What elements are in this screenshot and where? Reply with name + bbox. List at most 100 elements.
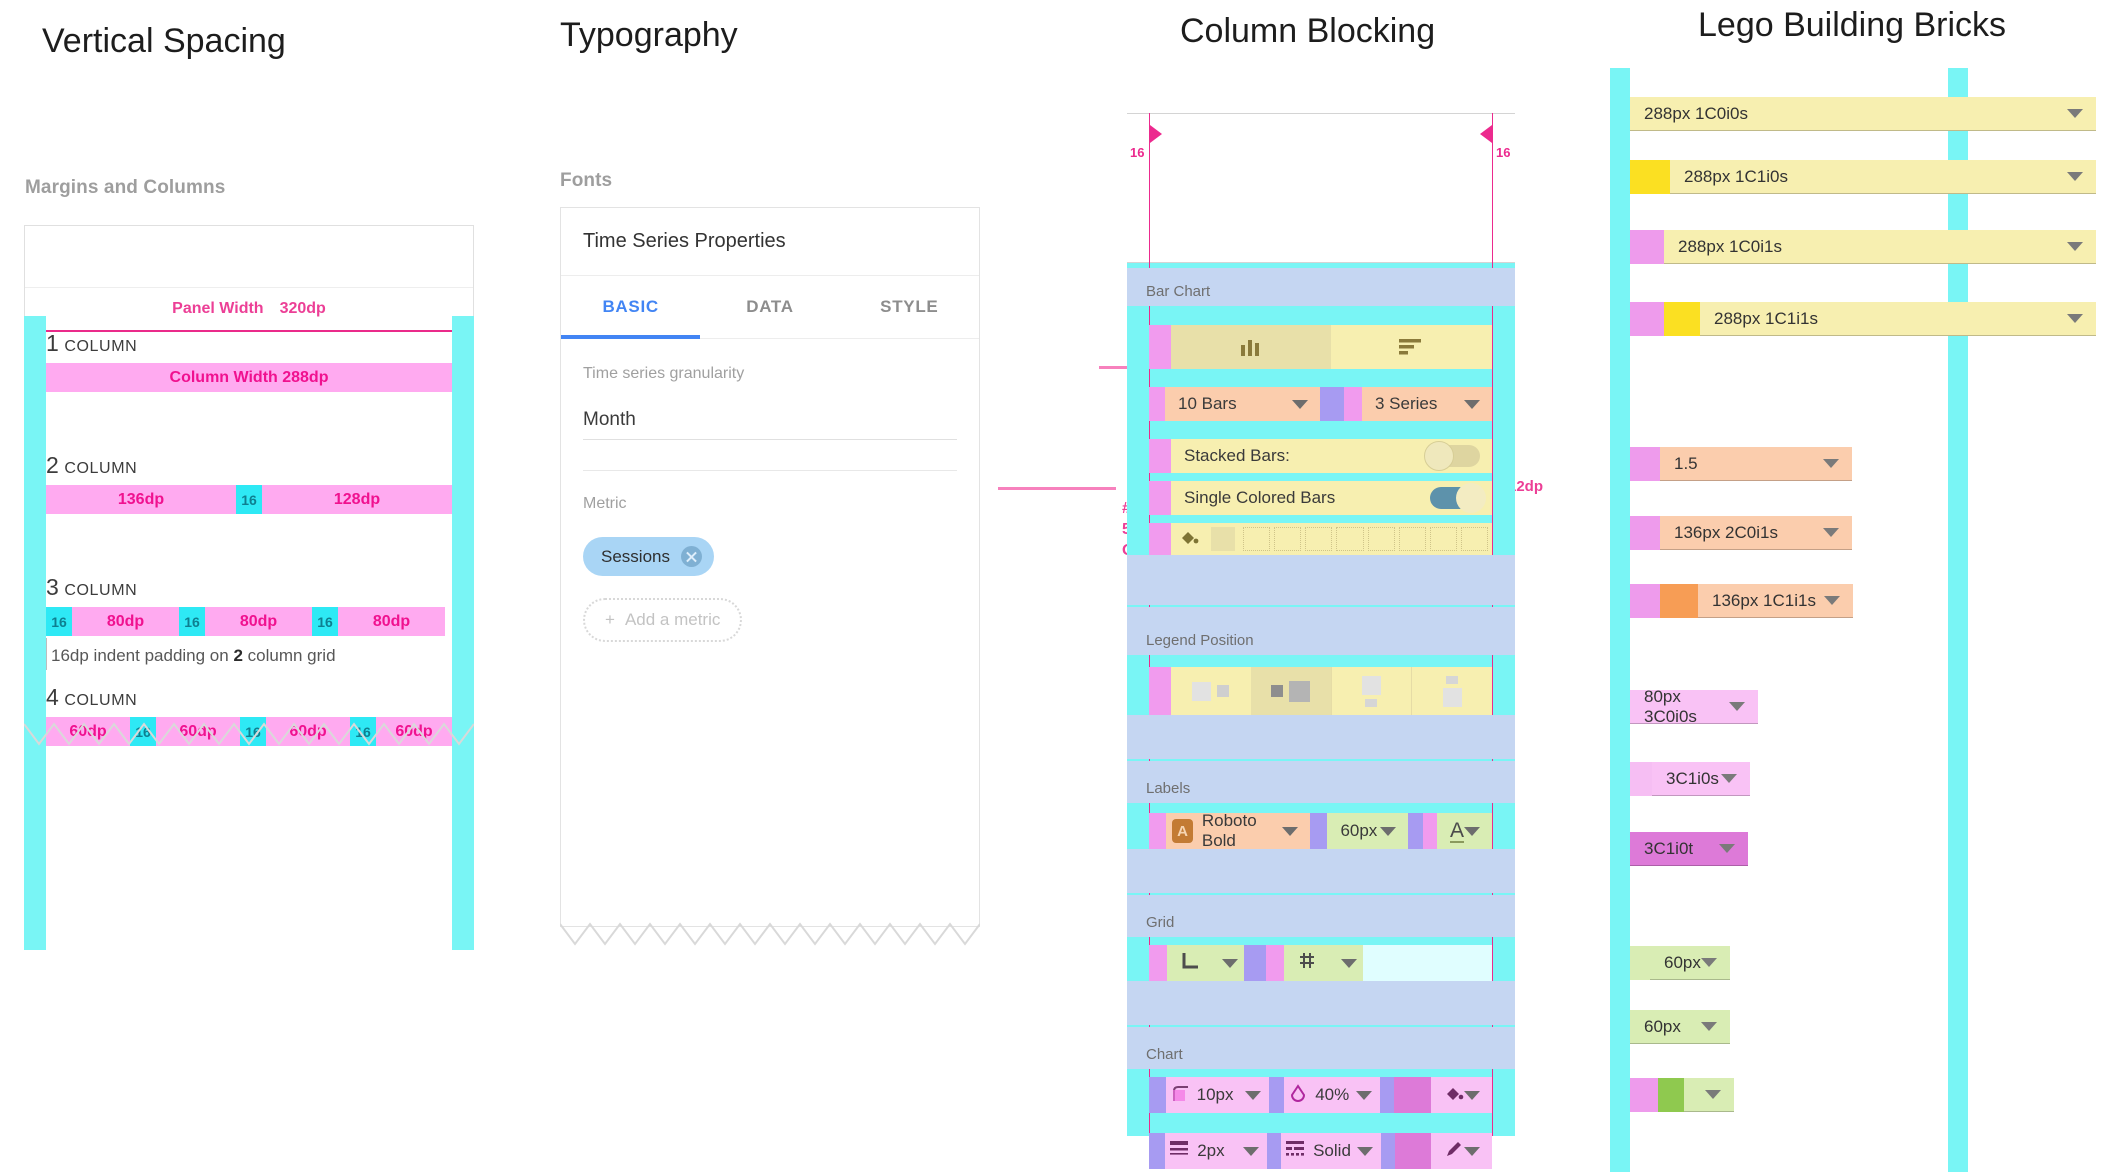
lego-brick-row[interactable]: 136px 1C1i1s: [1630, 584, 1853, 618]
chevron-down-icon[interactable]: [1823, 459, 1839, 468]
border-width-select[interactable]: 2px: [1165, 1133, 1267, 1169]
chevron-down-icon[interactable]: [1355, 1090, 1372, 1100]
lego-brick-row[interactable]: 60px: [1630, 946, 1730, 980]
column-width-block: 60dp: [156, 717, 240, 746]
chart-color-swatch[interactable]: [1394, 1077, 1432, 1113]
lego-brick-select[interactable]: 136px 1C1i1s: [1698, 584, 1853, 618]
chevron-down-icon[interactable]: [1464, 1090, 1481, 1100]
bars-select[interactable]: 10 Bars: [1165, 387, 1320, 421]
chevron-down-icon[interactable]: [2067, 109, 2083, 118]
chart-radius-select[interactable]: 10px: [1165, 1077, 1270, 1113]
chevron-down-icon[interactable]: [1464, 1146, 1481, 1156]
label-style-select[interactable]: A: [1437, 813, 1493, 849]
legend-option-left[interactable]: [1171, 667, 1251, 715]
chevron-down-icon[interactable]: [1464, 826, 1481, 836]
tab-basic[interactable]: BASIC: [602, 297, 659, 316]
row-labels[interactable]: A Roboto Bold 60px A: [1149, 811, 1493, 850]
lego-brick-row[interactable]: 80px 3C0i0s: [1630, 686, 1758, 726]
lego-brick-select[interactable]: 288px 1C0i1s: [1664, 230, 2096, 264]
chevron-down-icon[interactable]: [1356, 1146, 1373, 1156]
row-chart-style[interactable]: 10px 40%: [1149, 1077, 1493, 1113]
lego-brick-row[interactable]: 1.5: [1630, 447, 1852, 481]
legend-option-top[interactable]: [1330, 667, 1412, 715]
stacked-bars-toggle[interactable]: [1424, 441, 1480, 471]
bar-chart-icon[interactable]: [1171, 325, 1331, 369]
tab-style[interactable]: STYLE: [880, 297, 939, 316]
chart-fill-select[interactable]: [1431, 1077, 1493, 1113]
lego-brick-row[interactable]: 3C1i0s: [1630, 762, 1750, 796]
palette-strip[interactable]: [1171, 523, 1492, 555]
lego-brick-row[interactable]: 288px 1C1i0s: [1630, 160, 2096, 194]
label-size-select[interactable]: 60px: [1327, 813, 1408, 849]
metric-chip[interactable]: Sessions: [583, 537, 714, 576]
chevron-down-icon[interactable]: [1701, 1022, 1717, 1031]
row-bar-type[interactable]: [1149, 325, 1492, 369]
border-color-swatch[interactable]: [1395, 1133, 1432, 1169]
chevron-down-icon[interactable]: [1701, 958, 1717, 967]
row-stacked-bars[interactable]: Stacked Bars:: [1149, 439, 1492, 473]
lego-brick-select[interactable]: [1684, 1078, 1734, 1112]
lego-brick-row[interactable]: 136px 2C0i1s: [1630, 516, 1852, 550]
chevron-down-icon[interactable]: [1464, 399, 1480, 409]
chart-opacity-select[interactable]: 40%: [1284, 1077, 1380, 1113]
chevron-down-icon[interactable]: [1242, 1146, 1259, 1156]
lego-brick-row[interactable]: 288px 1C0i1s: [1630, 230, 2096, 264]
swatch-current[interactable]: [1211, 527, 1235, 551]
lego-brick-select[interactable]: 3C1i0s: [1652, 762, 1750, 796]
lego-brick-row[interactable]: 288px 1C1i1s: [1630, 302, 2096, 336]
grid-lines-select[interactable]: [1284, 945, 1363, 981]
lego-brick-select[interactable]: 60px: [1650, 946, 1730, 980]
lego-brick-select[interactable]: 288px 1C1i0s: [1670, 160, 2096, 194]
lego-brick-select[interactable]: 1.5: [1660, 447, 1852, 481]
chevron-down-icon[interactable]: [1705, 1090, 1721, 1099]
granularity-value[interactable]: Month: [583, 383, 957, 440]
horizontal-bar-icon[interactable]: [1331, 325, 1492, 369]
legend-option-bottom[interactable]: [1411, 667, 1492, 715]
swatch-row[interactable]: [1243, 527, 1488, 551]
lego-brick-row[interactable]: 3C1i0t: [1630, 832, 1748, 866]
grid-axis-select[interactable]: [1167, 945, 1244, 981]
border-color-select[interactable]: [1431, 1133, 1493, 1169]
lego-brick-label: 80px 3C0i0s: [1644, 686, 1697, 726]
lego-brick-select[interactable]: 60px: [1630, 1010, 1730, 1044]
chevron-down-icon[interactable]: [2067, 172, 2083, 181]
lego-brick-select[interactable]: 80px 3C0i0s: [1630, 686, 1758, 726]
chevron-down-icon[interactable]: [1729, 702, 1745, 711]
series-select[interactable]: 3 Series: [1362, 387, 1492, 421]
chevron-down-icon[interactable]: [1245, 1090, 1262, 1100]
chevron-down-icon[interactable]: [1222, 958, 1238, 968]
lego-brick-select[interactable]: 288px 1C1i1s: [1700, 302, 2096, 336]
chevron-down-icon[interactable]: [1379, 826, 1396, 836]
single-colored-field[interactable]: Single Colored Bars: [1171, 481, 1492, 515]
chevron-down-icon[interactable]: [1721, 774, 1737, 783]
lego-brick-row[interactable]: 288px 1C0i0s: [1630, 97, 2096, 131]
chevron-down-icon[interactable]: [1824, 596, 1840, 605]
row-chart-border[interactable]: 2px Solid: [1149, 1133, 1493, 1169]
lego-brick-select[interactable]: 288px 1C0i0s: [1630, 97, 2096, 131]
tab-data[interactable]: DATA: [746, 297, 794, 316]
row-palette[interactable]: [1149, 523, 1492, 555]
stacked-bars-field[interactable]: Stacked Bars:: [1171, 439, 1492, 473]
row-legend-options[interactable]: [1149, 667, 1492, 715]
close-icon[interactable]: [680, 546, 702, 567]
label-font-select[interactable]: A Roboto Bold: [1166, 811, 1311, 850]
legend-option-selected[interactable]: [1250, 667, 1331, 715]
lego-brick-select[interactable]: 3C1i0t: [1630, 832, 1748, 866]
lego-brick-row[interactable]: 60px: [1630, 1010, 1730, 1044]
border-style-select[interactable]: Solid: [1281, 1133, 1381, 1169]
chevron-down-icon[interactable]: [2067, 314, 2083, 323]
chevron-down-icon[interactable]: [1292, 399, 1308, 409]
lego-brick-row[interactable]: [1630, 1078, 1734, 1112]
chevron-down-icon[interactable]: [1282, 826, 1299, 836]
add-metric-button[interactable]: + Add a metric: [583, 598, 743, 642]
chevron-down-icon[interactable]: [1719, 844, 1735, 853]
paint-bucket-icon[interactable]: [1179, 527, 1199, 552]
row-single-colored[interactable]: Single Colored Bars: [1149, 481, 1492, 515]
row-grid[interactable]: [1149, 945, 1492, 981]
row-bars-series[interactable]: 10 Bars 3 Series: [1149, 387, 1492, 421]
chevron-down-icon[interactable]: [2067, 242, 2083, 251]
lego-brick-select[interactable]: 136px 2C0i1s: [1660, 516, 1852, 550]
single-colored-toggle[interactable]: [1430, 483, 1486, 513]
chevron-down-icon[interactable]: [1341, 958, 1357, 968]
chevron-down-icon[interactable]: [1823, 528, 1839, 537]
